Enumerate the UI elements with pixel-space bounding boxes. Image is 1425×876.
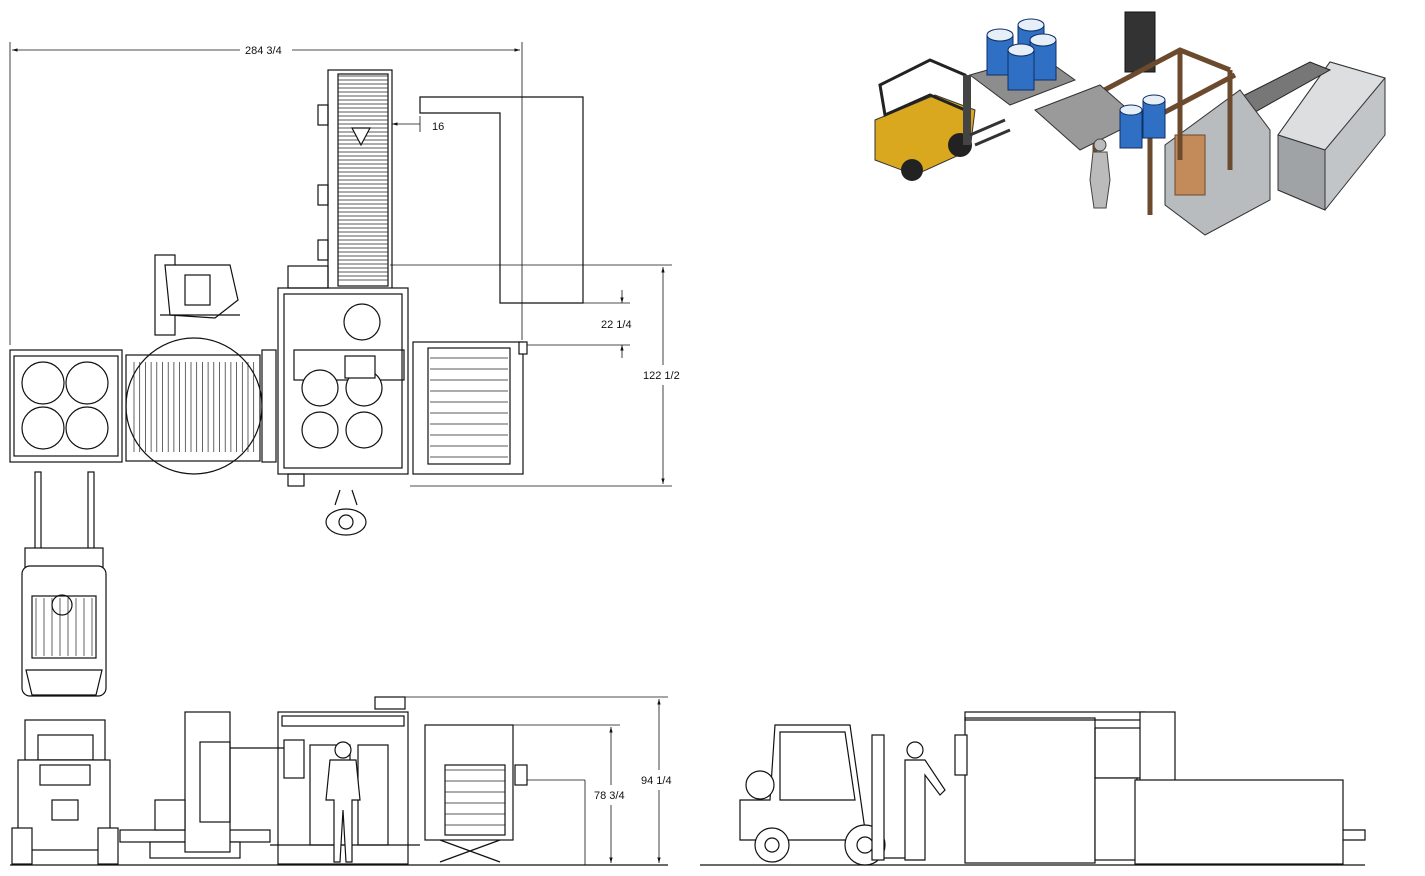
- clearance-label: 22 1/4: [601, 319, 632, 331]
- overall-depth-label: 122 1/2: [643, 370, 680, 382]
- forklift-top-view: [21, 471, 107, 697]
- dimension-working-height: 78 3/4: [430, 724, 625, 865]
- wrapper-tower: [154, 711, 285, 853]
- infeed-conveyor: [317, 69, 393, 291]
- robot-cell: [277, 265, 409, 487]
- pallet-conveyor: [9, 349, 123, 463]
- operator-top-view: [325, 489, 367, 536]
- wrapper-head: [154, 254, 240, 336]
- pallet-stacker: [412, 341, 528, 475]
- turntable: [125, 337, 277, 475]
- overall-height-label: 94 1/4: [641, 775, 672, 787]
- enclosure-side: [954, 711, 1366, 865]
- plan-view: 284 3/4 16 22 1/4: [9, 42, 680, 697]
- operator-front: [325, 741, 361, 863]
- forklift-rear-view: [11, 719, 119, 865]
- operator-side: [904, 741, 946, 861]
- dimension-offset: 16: [392, 116, 444, 133]
- forklift-side-view: [739, 724, 905, 866]
- dimension-overall-width: 284 3/4: [9, 42, 523, 345]
- pallet-stacker-front: [424, 724, 528, 863]
- dimension-overall-depth: 122 1/2: [390, 264, 680, 487]
- forklift-render: [874, 58, 1011, 181]
- front-elevation: 78 3/4 94 1/4: [10, 696, 672, 866]
- overall-width-label: 284 3/4: [245, 45, 282, 57]
- side-elevation: [700, 711, 1366, 866]
- dimension-clearance: 22 1/4: [525, 290, 632, 358]
- working-height-label: 78 3/4: [594, 790, 625, 802]
- dimension-overall-height: 94 1/4: [405, 696, 672, 863]
- isometric-render: [874, 11, 1386, 236]
- offset-label: 16: [432, 121, 444, 133]
